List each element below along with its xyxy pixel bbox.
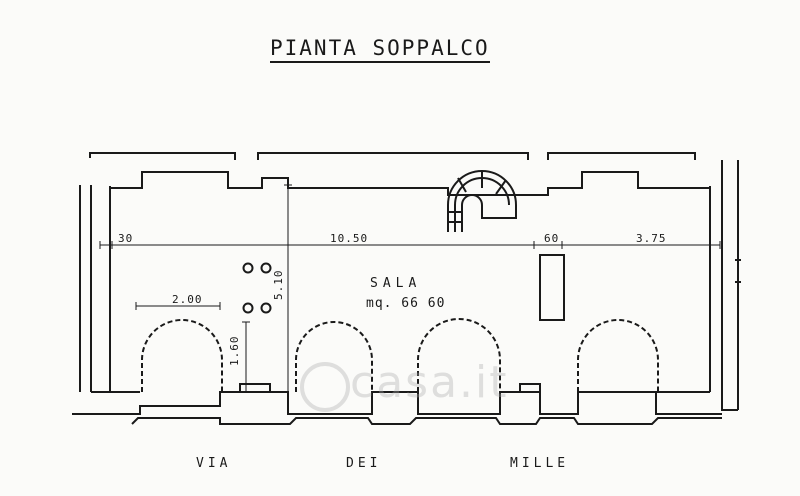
stair-tread-5 — [495, 179, 507, 195]
round-column — [260, 262, 272, 274]
watermark-logo-icon — [300, 362, 350, 412]
watermark: casa.it — [350, 357, 509, 408]
room-name: SALA — [370, 276, 422, 291]
arch-3 — [417, 318, 501, 392]
street-word-via: VIA — [196, 456, 232, 471]
rect-column — [539, 254, 565, 321]
dimension-1-60: 1.60 — [228, 335, 241, 367]
room-area: mq. 66 60 — [366, 296, 446, 311]
street-word-dei: DEI — [346, 456, 382, 471]
facade-base — [72, 391, 722, 415]
round-column — [242, 262, 254, 274]
pilaster — [519, 383, 541, 393]
arch-2 — [295, 321, 373, 392]
round-column — [260, 302, 272, 314]
spiral-staircase-inner — [454, 177, 510, 232]
page-title: PIANTA SOPPALCO — [270, 36, 490, 63]
dimension-30: 30 — [118, 232, 134, 245]
top-wall-mid — [257, 152, 529, 160]
facade-outer — [131, 417, 722, 425]
dimension-3-75: 3.75 — [636, 232, 667, 245]
dimension-60: 60 — [544, 232, 560, 245]
top-wall-left — [89, 152, 236, 160]
arch-4 — [577, 319, 659, 392]
pilaster — [239, 383, 271, 393]
spiral-staircase-outer — [447, 170, 517, 232]
round-column — [242, 302, 254, 314]
arch-1 — [141, 319, 223, 392]
north-wall — [110, 171, 710, 196]
stair-tread-3 — [457, 177, 467, 193]
street-word-mille: MILLE — [510, 456, 570, 471]
dimension-5-10: 5.10 — [272, 269, 285, 301]
right-outer-wall — [721, 160, 738, 411]
dimension-2-00: 2.00 — [172, 293, 203, 306]
top-wall-right — [547, 152, 696, 160]
dimension-10-50: 10.50 — [330, 232, 369, 245]
